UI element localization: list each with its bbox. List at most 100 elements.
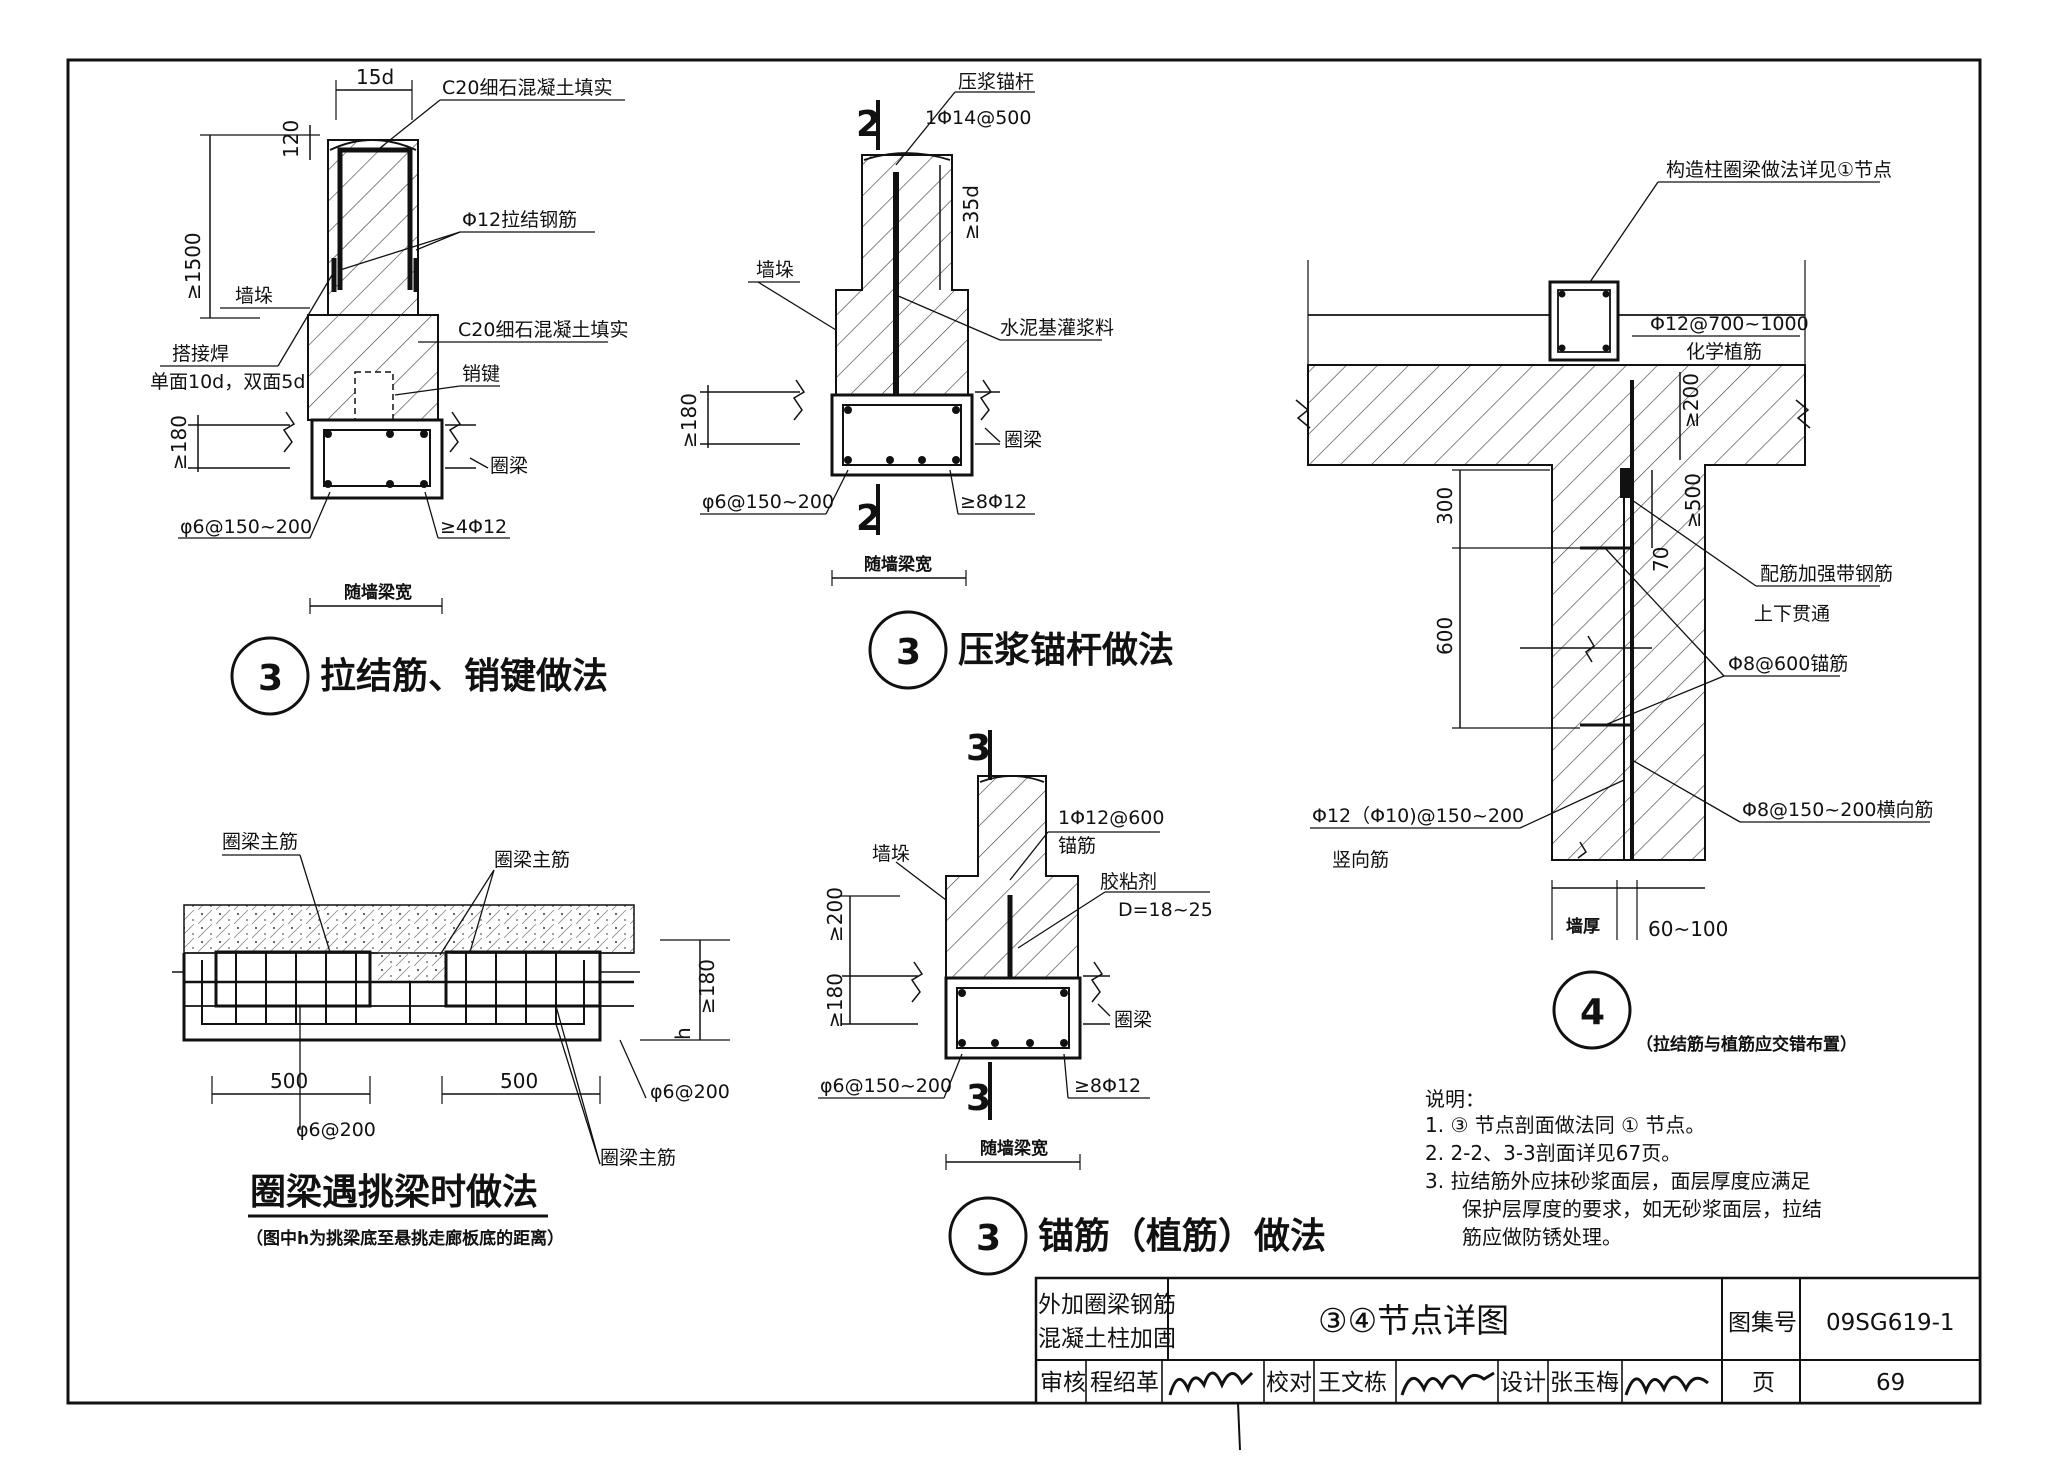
dim-500: ≥500 xyxy=(1681,473,1705,528)
notes-block: 说明： 1. ③ 节点剖面做法同 ① 节点。 2. 2-2、3-3剖面详见67页… xyxy=(1425,1087,1822,1249)
dim-1500: ≥1500 xyxy=(181,232,205,300)
caption-num-b: 3 xyxy=(896,632,921,673)
caption-c: 锚筋（植筋）做法 xyxy=(1038,1216,1326,1257)
label-glue-2: D=18~25 xyxy=(1118,899,1213,921)
label-main-3: 圈梁主筋 xyxy=(600,1147,676,1169)
caption-num-a: 3 xyxy=(258,658,283,699)
label-phi-2: φ6@200 xyxy=(650,1081,730,1103)
caption-num-c: 3 xyxy=(976,1218,1001,1259)
detail-node-4: ≥200 300 600 ≥500 70 墙厚 60~100 构造柱圈梁做法详见… xyxy=(1295,159,1934,1055)
note-3: 3. 拉结筋外应抹砂浆面层，面层厚度应满足 xyxy=(1425,1169,1810,1193)
label-c20-mid: C20细石混凝土填实 xyxy=(458,319,628,341)
detail-tie-bar-key: 15d 120 ≥1500 ≥180 C20细石混凝土填实 Φ12拉结钢筋 墙垛… xyxy=(150,65,628,716)
label-stirrup-b: φ6@150~200 xyxy=(702,491,834,513)
review-label: 审核 xyxy=(1040,1370,1086,1396)
label-ring-b: 圈梁 xyxy=(1004,429,1042,451)
dim-180-a: ≥180 xyxy=(167,415,191,470)
dim-300: 300 xyxy=(1433,487,1457,525)
dim-500-a: 500 xyxy=(270,1069,308,1093)
dim-200-c: ≥200 xyxy=(823,887,847,942)
label-anchor-b1: 压浆锚杆 xyxy=(958,71,1034,93)
caption-a: 拉结筋、销键做法 xyxy=(320,656,608,697)
section-3-top: 3 xyxy=(966,728,991,769)
label-c20-top: C20细石混凝土填实 xyxy=(442,77,612,99)
dim-60-100: 60~100 xyxy=(1648,917,1728,941)
reviewer-signature xyxy=(1168,1371,1254,1396)
label-tie-bar: Φ12拉结钢筋 xyxy=(462,209,577,231)
label-glue-1: 胶粘剂 xyxy=(1100,871,1157,893)
label-ring-c: 圈梁 xyxy=(1114,1009,1152,1031)
label-stirrup-c: φ6@150~200 xyxy=(820,1075,952,1097)
label-bars-a: ≥4Φ12 xyxy=(440,516,507,538)
section-2-top: 2 xyxy=(856,104,881,145)
label-width-c: 随墙梁宽 xyxy=(980,1138,1048,1159)
label-anchor-c2: 锚筋 xyxy=(1058,835,1096,857)
drawing-title: ③④节点详图 xyxy=(1318,1301,1509,1340)
dim-180-c: ≥180 xyxy=(823,973,847,1028)
label-bars-c: ≥8Φ12 xyxy=(1074,1075,1141,1097)
designer-name: 张玉梅 xyxy=(1550,1370,1619,1396)
dim-h: h xyxy=(671,1027,695,1040)
label-stirrup-a: φ6@150~200 xyxy=(180,516,312,538)
label-wall-c: 墙垛 xyxy=(872,843,910,865)
designer-signature xyxy=(1624,1375,1709,1396)
dim-35d: ≥35d xyxy=(959,185,983,240)
label-strip-2: 上下贯通 xyxy=(1754,603,1830,625)
title-block: 外加圈梁钢筋 混凝土柱加固 ③④节点详图 图集号 09SG619-1 审核 程绍… xyxy=(1034,1276,1982,1451)
note-1: 1. ③ 节点剖面做法同 ① 节点。 xyxy=(1425,1113,1705,1137)
label-anchor-c1: 1Φ12@600 xyxy=(1058,807,1165,829)
note-3-line-3: 筋应做防锈处理。 xyxy=(1462,1225,1622,1249)
page-label: 页 xyxy=(1752,1370,1775,1396)
design-label: 设计 xyxy=(1500,1370,1546,1396)
note-3-line-2: 保护层厚度的要求，如无砂浆面层，拉结 xyxy=(1462,1197,1822,1221)
page-number: 69 xyxy=(1876,1370,1905,1396)
category-line-1: 外加圈梁钢筋 xyxy=(1038,1292,1176,1318)
label-vert-2: 竖向筋 xyxy=(1332,849,1389,871)
dim-wall-thickness: 墙厚 xyxy=(1566,916,1600,937)
label-strip-1: 配筋加强带钢筋 xyxy=(1760,563,1893,585)
label-wall-b: 墙垛 xyxy=(756,259,794,281)
caption-e: 圈梁遇挑梁时做法 xyxy=(250,1172,538,1213)
check-label: 校对 xyxy=(1266,1370,1312,1396)
label-vert-1: Φ12（Φ10)@150~200 xyxy=(1312,805,1524,827)
label-bar-d1: Φ12@700~1000 xyxy=(1650,313,1809,335)
notes-title: 说明： xyxy=(1425,1087,1485,1111)
label-width-a: 随墙梁宽 xyxy=(344,582,412,603)
dim-500-b: 500 xyxy=(500,1069,538,1093)
detail-grout-anchor: 2 2 ≥35d ≥180 压浆锚杆 1Φ14@500 墙垛 水泥基灌浆料 圈梁… xyxy=(677,71,1174,690)
label-key: 销键 xyxy=(462,363,500,385)
label-ring-a: 圈梁 xyxy=(490,455,528,477)
label-anchor-b2: 1Φ14@500 xyxy=(925,107,1032,129)
label-anchor-d: Φ8@600锚筋 xyxy=(1728,653,1848,675)
section-3-bottom: 3 xyxy=(966,1078,991,1119)
label-weld-2: 单面10d，双面5d xyxy=(150,371,305,393)
label-grout: 水泥基灌浆料 xyxy=(1000,317,1114,339)
label-phi-1: φ6@200 xyxy=(296,1119,376,1141)
dim-70: 70 xyxy=(1649,547,1673,572)
label-col-detail: 构造柱圈梁做法详见①节点 xyxy=(1666,159,1892,181)
atlas-label: 图集号 xyxy=(1728,1310,1797,1336)
detail-ring-beam-cantilever: ≥180 h 500 500 圈梁主筋 圈梁主筋 φ6@200 φ6@200 圈… xyxy=(172,831,730,1249)
checker-name: 王文栋 xyxy=(1318,1370,1387,1396)
sheet-frame xyxy=(66,58,1982,1405)
dim-200-d: ≥200 xyxy=(1679,373,1703,428)
label-main-1: 圈梁主筋 xyxy=(222,831,298,853)
atlas-number: 09SG619-1 xyxy=(1826,1310,1955,1336)
category-line-2: 混凝土柱加固 xyxy=(1038,1326,1176,1352)
label-main-2: 圈梁主筋 xyxy=(494,849,570,871)
caption-note-e: （图中h为挑梁底至悬挑走廊板底的距离） xyxy=(246,1228,564,1249)
label-horiz: Φ8@150~200横向筋 xyxy=(1742,799,1934,821)
label-bar-d2: 化学植筋 xyxy=(1686,341,1762,363)
label-width-b: 随墙梁宽 xyxy=(864,554,932,575)
checker-signature xyxy=(1400,1371,1495,1396)
caption-num-d: 4 xyxy=(1580,992,1605,1033)
caption-b: 压浆锚杆做法 xyxy=(958,630,1174,671)
section-2-bottom: 2 xyxy=(856,498,881,539)
label-bars-b: ≥8Φ12 xyxy=(960,491,1027,513)
label-weld-1: 搭接焊 xyxy=(172,343,229,365)
reviewer-name: 程绍革 xyxy=(1090,1370,1159,1396)
note-2: 2. 2-2、3-3剖面详见67页。 xyxy=(1425,1141,1681,1165)
caption-note-d: （拉结筋与植筋应交错布置） xyxy=(1636,1034,1857,1055)
detail-planted-bar: 3 3 ≥200 ≥180 墙垛 1Φ12@600 锚筋 胶粘剂 D=18~25… xyxy=(818,728,1326,1276)
